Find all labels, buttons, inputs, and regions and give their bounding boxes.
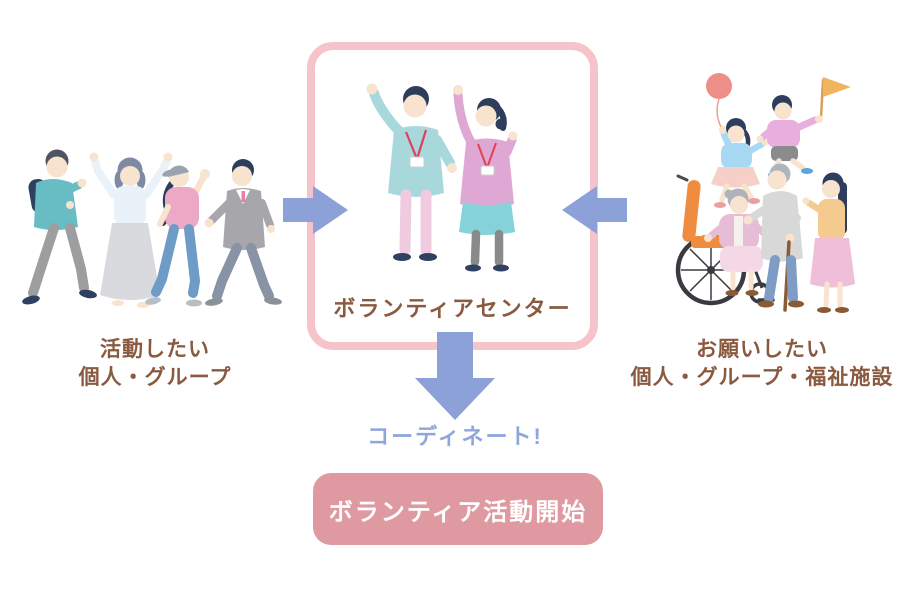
capped-woman-figure	[145, 165, 210, 307]
suit-man-figure	[204, 159, 282, 306]
volunteer-center-staff-illustration	[366, 83, 518, 272]
long-hair-woman-figure	[802, 172, 855, 313]
girl-with-balloon-figure	[711, 118, 769, 208]
elderly-man-with-cane-figure	[743, 163, 804, 312]
wheelchair-woman-figure	[675, 174, 775, 306]
right-to-center-arrow-icon	[562, 186, 627, 234]
right-group-label-line1: お願いしたい	[696, 338, 828, 361]
backpack-man-figure	[22, 149, 97, 305]
right-group-label: お願いしたい 個人・グループ・福祉施設	[613, 336, 911, 393]
left-group-label: 活動したい 個人・グループ	[25, 336, 285, 393]
boy-with-flag-figure	[756, 77, 851, 178]
waving-staff-woman-figure	[453, 85, 518, 272]
down-arrow-icon	[415, 332, 495, 420]
left-group-label-line1: 活動したい	[100, 338, 210, 361]
coordinate-label: コーディネート!	[367, 424, 543, 449]
volunteer-center-label: ボランティアセンター	[333, 296, 572, 321]
waving-staff-man-figure	[366, 83, 457, 261]
cheering-woman-figure	[89, 152, 173, 308]
left-group-label-line2: 個人・グループ	[78, 366, 232, 390]
left-to-center-arrow-icon	[283, 186, 348, 234]
volunteer-activity-start-button: ボランティア活動開始	[313, 473, 603, 545]
volunteers-group-illustration	[22, 149, 282, 308]
right-group-label-line2: 個人・グループ・福祉施設	[630, 366, 894, 390]
flag-icon	[823, 77, 851, 97]
balloon-icon	[706, 73, 732, 130]
care-recipients-group-illustration	[675, 73, 855, 313]
